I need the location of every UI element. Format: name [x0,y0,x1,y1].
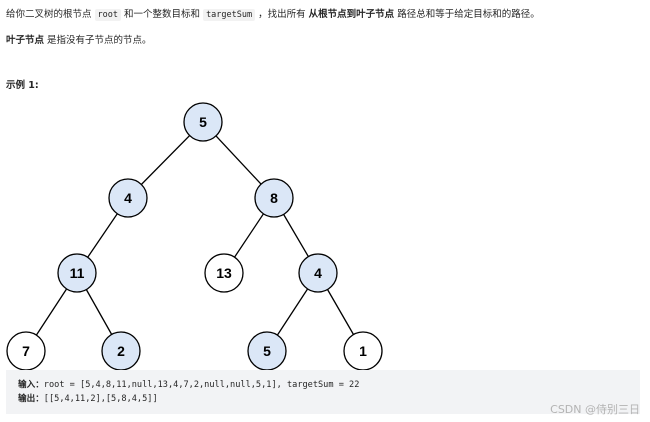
intro-text-3: ，找出所有 [255,9,309,20]
tree-node: 5 [183,102,223,142]
leaf-definition: 叶子节点 是指没有子节点的节点。 [6,34,152,48]
tree-node-circle [254,178,294,218]
tree-nodes: 5 4 8 11 13 4 7 2 5 1 [6,102,383,370]
tree-node: 5 [247,331,287,370]
binary-tree-diagram: 5 4 8 11 13 4 7 2 5 1 [6,102,383,370]
tree-node: 4 [108,178,148,218]
input-line: 输入：root = [5,4,8,11,null,13,4,7,2,null,n… [18,378,628,392]
example-code-block: 输入：root = [5,4,8,11,null,13,4,7,2,null,n… [6,370,640,414]
tree-node-value: 4 [314,265,322,281]
tree-node: 8 [254,178,294,218]
intro-text-2: 和一个整数目标和 [121,9,204,20]
tree-node-value: 8 [270,190,278,206]
tree-node-value: 1 [359,343,367,359]
leaf-definition-rest: 是指没有子节点的节点。 [44,35,152,46]
tree-node-value: 4 [124,190,132,206]
input-value: root = [5,4,8,11,null,13,4,7,2,null,null… [43,380,360,390]
output-label: 输出： [18,394,44,404]
tree-node-value: 5 [263,343,271,359]
intro-text-1: 给你二叉树的根节点 [6,9,95,20]
tree-node: 2 [101,331,141,370]
output-line: 输出：[[5,4,11,2],[5,8,4,5]] [18,392,628,406]
leaf-definition-bold: 叶子节点 [6,35,45,46]
tree-node-circle [298,253,338,293]
tree-node-value: 13 [216,265,232,281]
output-value: [[5,4,11,2],[5,8,4,5]] [43,394,158,404]
tree-node-circle [247,331,287,370]
tree-node-circle [108,178,148,218]
tree-node: 13 [204,253,244,293]
code-targetsum: targetSum [203,9,256,21]
tree-edges [25,121,364,352]
tree-node: 1 [343,331,383,370]
tree-node-circle [57,253,97,293]
tree-node-value: 7 [22,343,30,359]
tree-node-value: 11 [70,265,85,281]
intro-text-4: 路径总和等于给定目标和的路径。 [394,9,540,20]
tree-node: 7 [6,331,46,370]
tree-node: 11 [57,253,97,293]
input-label: 输入： [18,380,44,390]
tree-node-circle [343,331,383,370]
tree-node-circle [204,253,244,293]
csdn-watermark: CSDN @侍别三日 [550,403,640,416]
problem-description: 给你二叉树的根节点 root 和一个整数目标和 targetSum ，找出所有 … [6,8,540,22]
tree-node-value: 2 [117,343,125,359]
tree-node-value: 5 [199,114,207,130]
tree-node-circle [101,331,141,370]
tree-node-circle [183,102,223,142]
tree-node: 4 [298,253,338,293]
example-title: 示例 1: [6,80,39,91]
intro-bold-phrase: 从根节点到叶子节点 [308,9,395,20]
tree-node-circle [6,331,46,370]
code-root: root [94,9,122,21]
